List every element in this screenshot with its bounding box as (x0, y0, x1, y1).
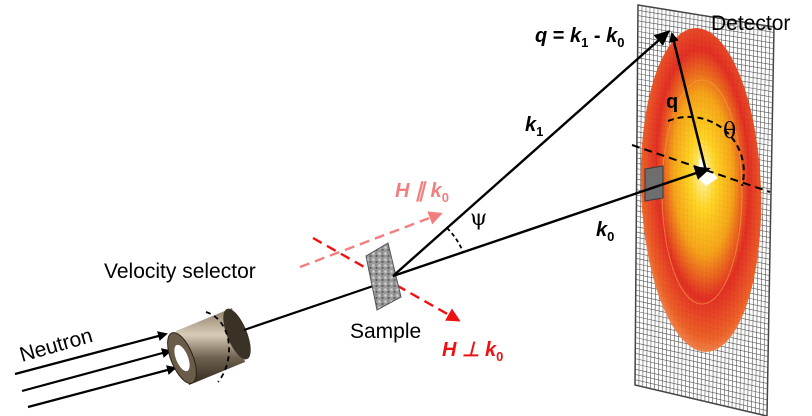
theta-label: θ (723, 119, 736, 144)
detector-grid-line (635, 347, 768, 379)
psi-label: ψ (470, 206, 487, 231)
h-parallel-arrow (299, 211, 443, 269)
k0-label: k0 (596, 219, 614, 244)
detector-grid-line (637, 15, 774, 39)
selector-aperture (174, 344, 190, 372)
detector-grid-line (635, 342, 768, 374)
incident-beam (243, 280, 386, 332)
velocity-selector-label: Velocity selector (104, 260, 256, 283)
k1-vector (392, 30, 671, 277)
detector-grid-line (635, 337, 768, 368)
detector-grid-line (637, 9, 774, 33)
detector-grid-line (635, 374, 768, 406)
k0-vector (392, 166, 711, 278)
neutron-arrow-1 (14, 331, 168, 376)
neutron-arrow-3 (27, 365, 177, 409)
q-vector (669, 32, 708, 172)
q-definition: q = k1 - k0 (535, 25, 625, 50)
detector-grid-line (634, 379, 768, 411)
beam-stop (644, 165, 664, 202)
theta-arc (667, 115, 745, 187)
scattering-pattern (640, 28, 762, 352)
h-perpendicular-label: H ⊥ k0 (442, 339, 503, 364)
neutron-arrow-2 (21, 348, 172, 393)
sample (365, 242, 402, 311)
detector-grid-line (635, 358, 768, 390)
detector-grid-line (635, 363, 768, 395)
psi-arc (446, 227, 464, 253)
q-detector-label: q (666, 91, 678, 113)
neutron-label: Neutron (17, 324, 95, 367)
velocity-selector (167, 308, 251, 385)
detector-grid-line (635, 353, 768, 384)
k1-label: k1 (525, 114, 543, 139)
sample-label: Sample (350, 320, 421, 343)
detector (631, 4, 775, 416)
detector-label: Detector (711, 12, 790, 35)
detector-grid-line (635, 368, 768, 401)
h-parallel-label: H ∥ k0 (395, 180, 449, 205)
selector-rotation-arrow (205, 311, 230, 383)
neutron-arrows (14, 331, 177, 409)
